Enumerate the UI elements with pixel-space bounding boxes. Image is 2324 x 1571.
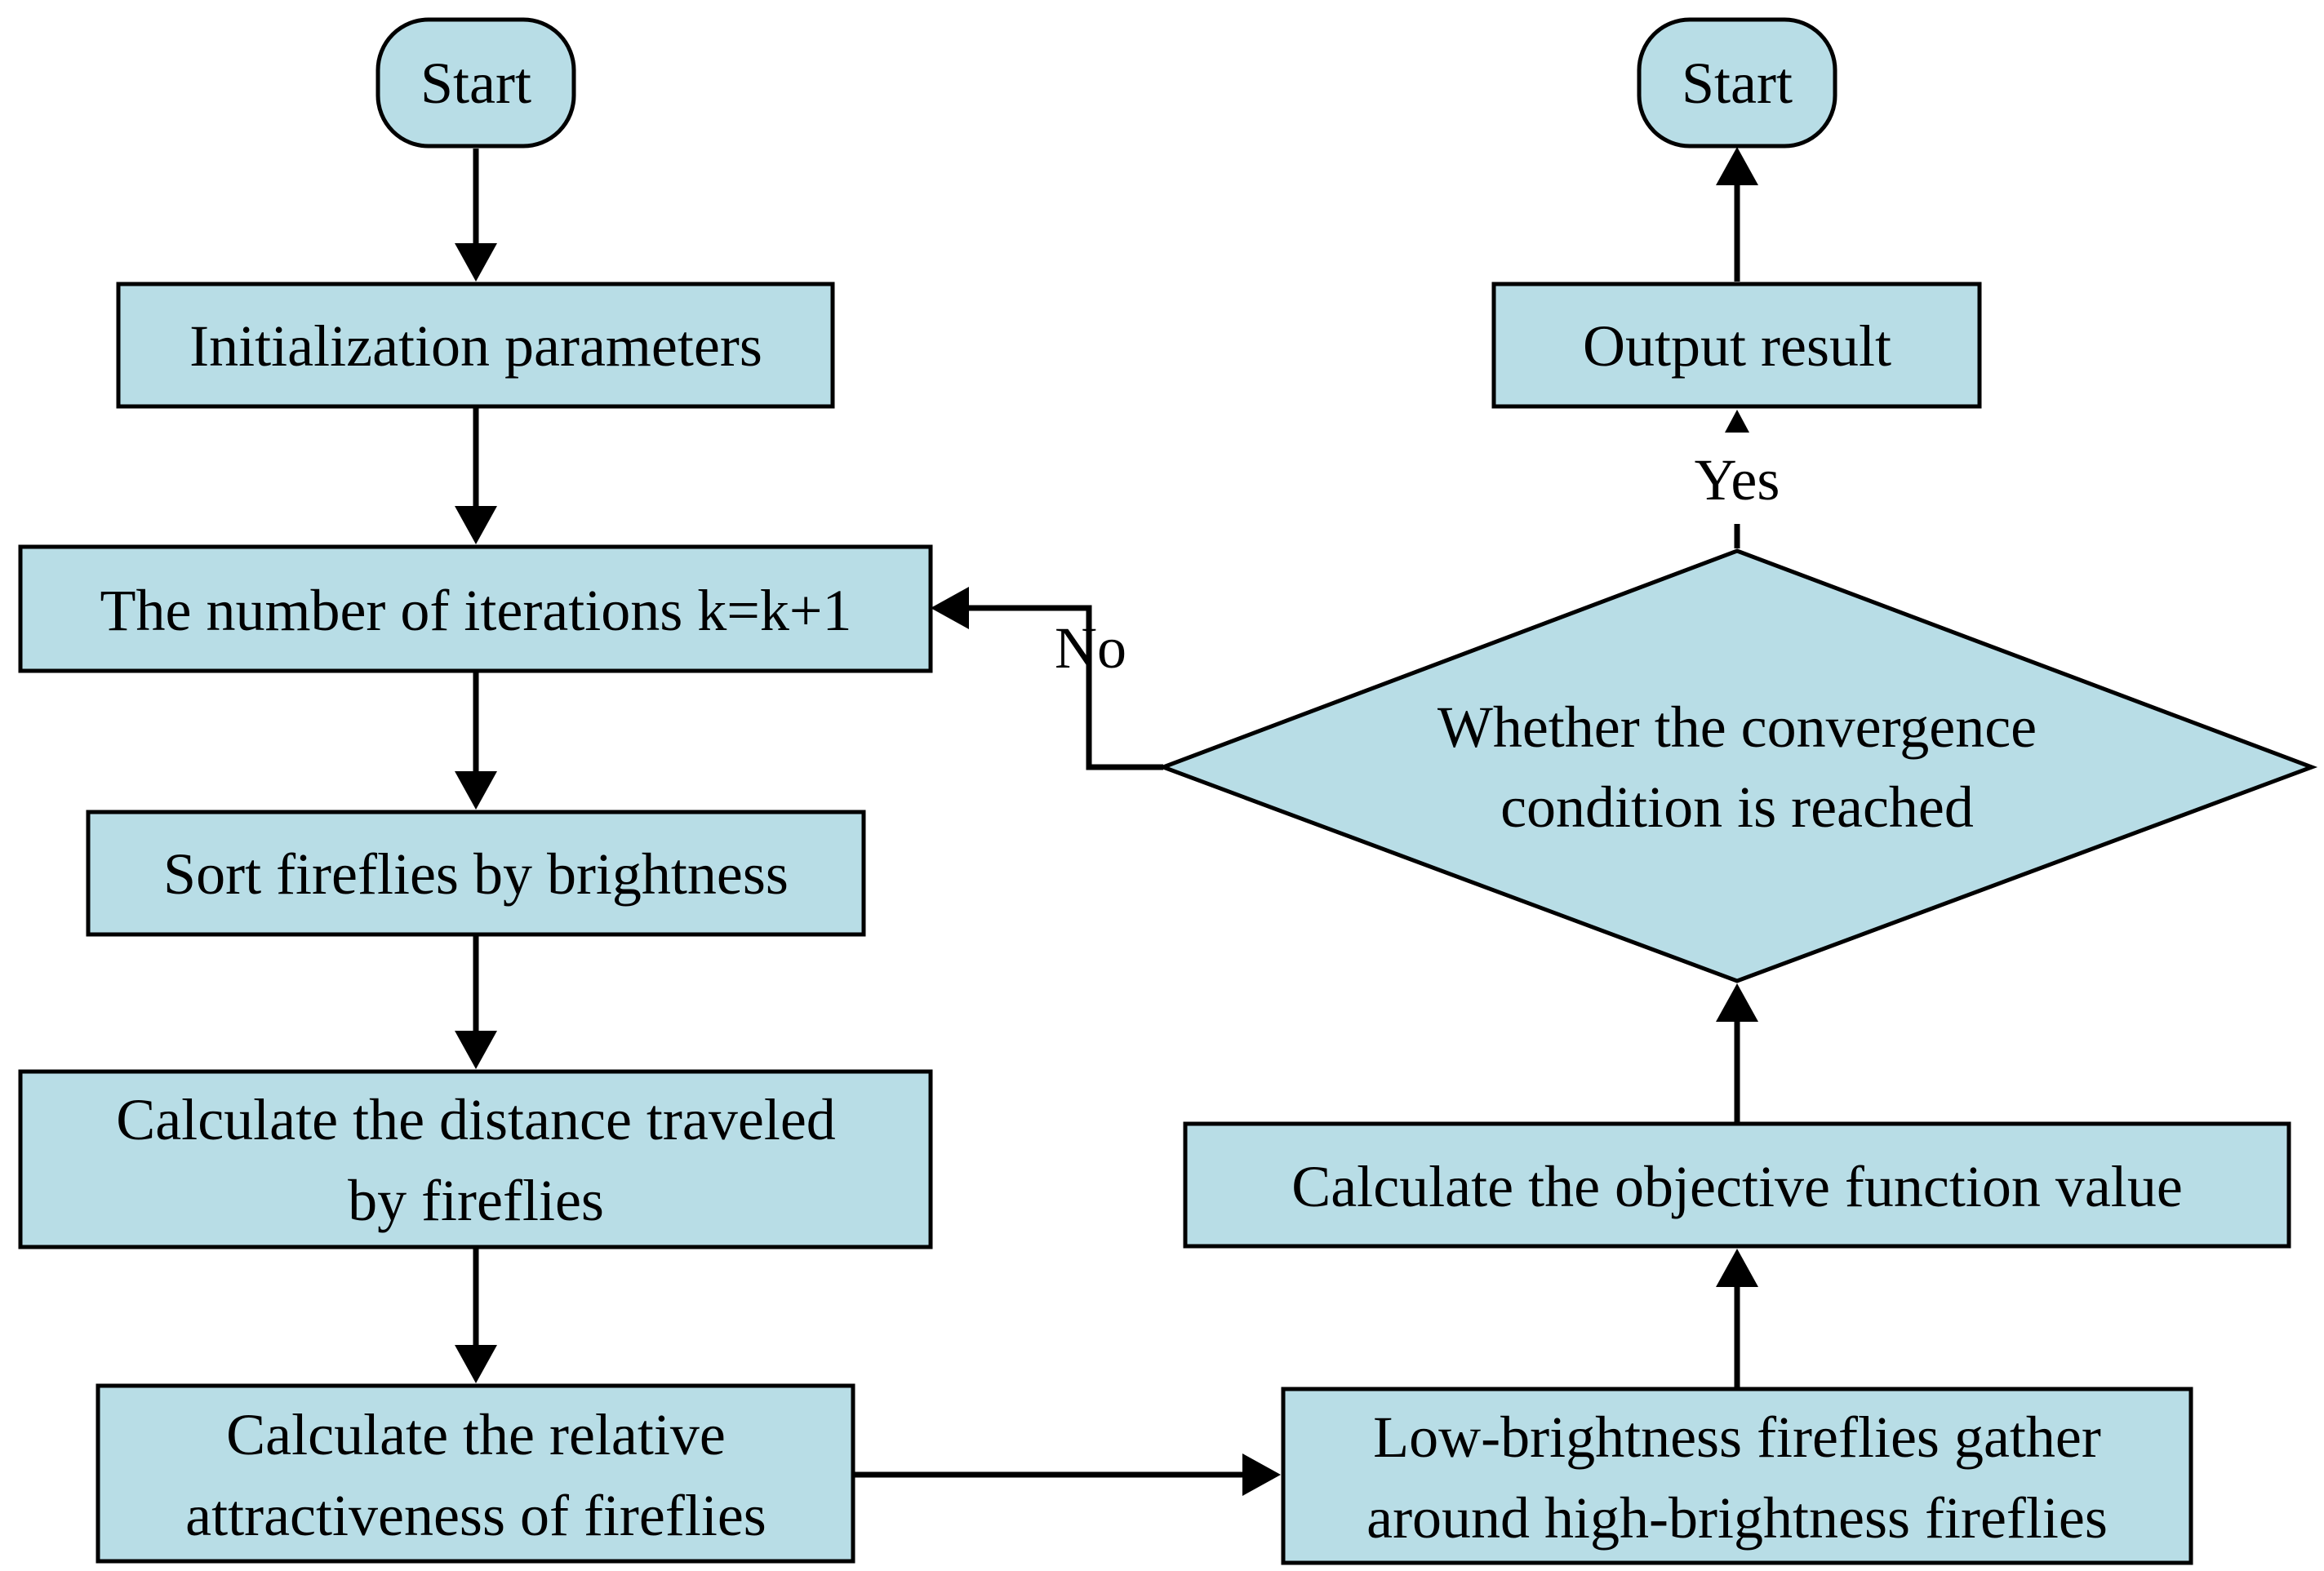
arrowhead-gather-to-objective (1716, 1249, 1758, 1287)
calc-distance-node-line-1: Calculate the distance traveled (116, 1087, 836, 1152)
edges: Yes No (455, 147, 1780, 1496)
start-node-left: Start (375, 17, 576, 149)
iterations-node-shape (18, 544, 933, 673)
arrowhead-objective-to-convergence (1716, 983, 1758, 1022)
output-node-shape (1491, 282, 1982, 409)
convergence-decision-line-2: condition is reached (1500, 774, 1974, 840)
arrowhead-attractiveness-to-gather (1242, 1453, 1281, 1496)
arrowhead-sort-to-distance (455, 1031, 497, 1069)
output-node: Output result (1491, 282, 1982, 409)
start-node-left-shape (375, 17, 576, 149)
calc-attractiveness-node-shape (96, 1383, 855, 1564)
calc-attractiveness-node: Calculate the relative attractiveness of… (96, 1383, 855, 1564)
init-params-node-label: Initialization parameters (189, 313, 762, 379)
objective-node-label: Calculate the objective function value (1291, 1154, 2183, 1219)
yes-label: Yes (1695, 447, 1780, 513)
sort-fireflies-node: Sort fireflies by brightness (86, 810, 866, 937)
output-node-label: Output result (1583, 313, 1891, 379)
calc-attractiveness-node-line-1: Calculate the relative (226, 1402, 726, 1467)
convergence-decision-shape (1157, 548, 2318, 983)
gather-node-line-1: Low-brightness fireflies gather (1373, 1405, 2101, 1470)
gather-node: Low-brightness fireflies gather around h… (1281, 1387, 2193, 1565)
arrowhead-output-to-start (1716, 147, 1758, 185)
edge-convergence-to-iterations (967, 605, 1163, 770)
arrowhead-convergence-to-iterations (931, 587, 969, 629)
arrowhead-convergence-to-output (1725, 410, 1749, 433)
convergence-decision-node: Whether the convergence condition is rea… (1157, 548, 2318, 983)
calc-distance-node: Calculate the distance traveled by firef… (18, 1069, 933, 1249)
calc-attractiveness-node-line-2: attractiveness of fireflies (185, 1483, 767, 1548)
objective-node-shape (1183, 1121, 2291, 1249)
no-label: No (1055, 615, 1126, 681)
arrowhead-init-to-iterations (455, 506, 497, 544)
iterations-node-label: The number of iterations k=k+1 (100, 578, 852, 643)
arrowhead-distance-to-attractiveness (455, 1345, 497, 1383)
init-params-node: Initialization parameters (116, 282, 835, 409)
gather-node-line-2: around high-brightness fireflies (1366, 1485, 2108, 1551)
start-node-right-label: Start (1682, 51, 1793, 116)
arrowhead-start-to-init (455, 243, 497, 282)
start-node-right-shape (1637, 17, 1837, 149)
sort-fireflies-node-shape (86, 810, 866, 937)
convergence-decision-line-1: Whether the convergence (1438, 695, 2037, 760)
start-node-left-label: Start (420, 51, 531, 116)
arrowhead-iterations-to-sort (455, 771, 497, 810)
calc-distance-node-shape (18, 1069, 933, 1249)
nodes: Start Initialization parameters The numb… (18, 17, 2318, 1565)
start-node-right: Start (1637, 17, 1837, 149)
init-params-node-shape (116, 282, 835, 409)
objective-node: Calculate the objective function value (1183, 1121, 2291, 1249)
sort-fireflies-node-label: Sort fireflies by brightness (163, 841, 789, 907)
iterations-node: The number of iterations k=k+1 (18, 544, 933, 673)
gather-node-shape (1281, 1387, 2193, 1565)
calc-distance-node-line-2: by fireflies (348, 1168, 604, 1233)
